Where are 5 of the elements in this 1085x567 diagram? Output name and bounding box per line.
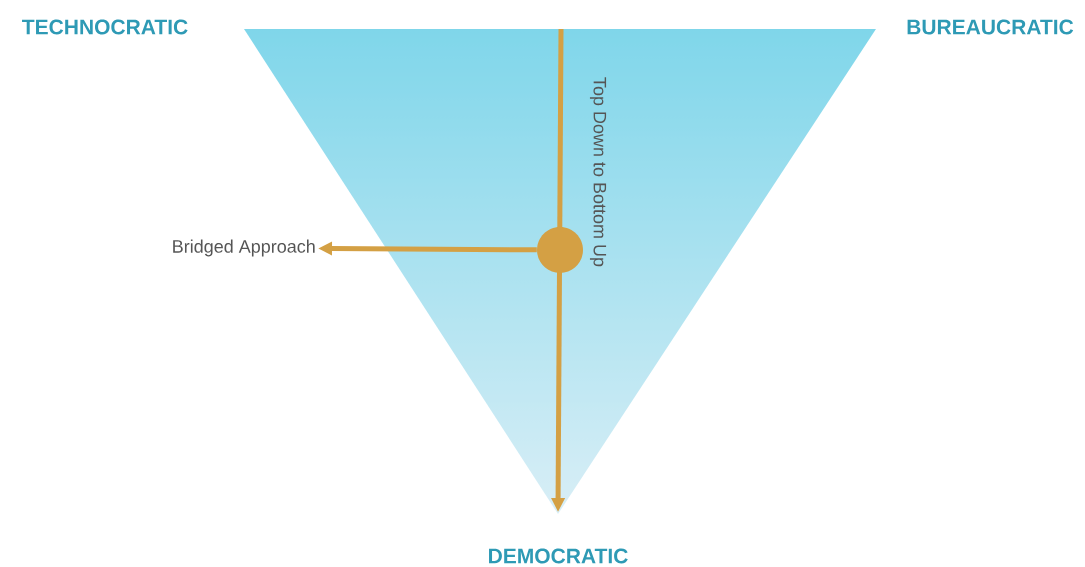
corner-label: DEMOCRATIC [489,548,628,564]
corner-label: TECHNOCRATIC [22,19,188,35]
corner-label: BUREAUCRATIC [907,19,1074,35]
junction-circle [537,227,583,273]
text-label: Bridged Approach [173,239,315,257]
